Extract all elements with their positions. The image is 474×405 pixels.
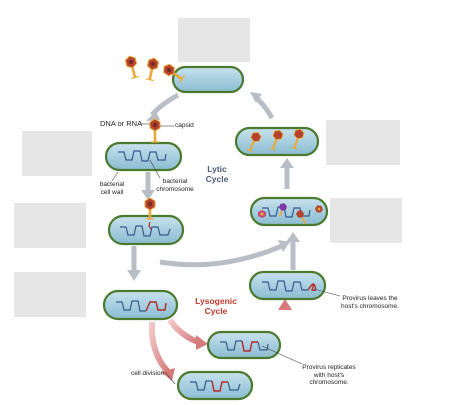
cell-division-label: cell division <box>131 370 165 377</box>
arrow-cell3-to-cell4 <box>127 246 141 281</box>
provirus-looped-out <box>307 283 317 292</box>
provirus-replicates-line-2: with host's <box>313 371 345 379</box>
mature-virus-2 <box>269 129 284 151</box>
bacterium-provirus-leaves <box>248 270 327 301</box>
lysogenic-cycle-line-2: Cycle <box>204 306 228 316</box>
provirus-leaves-line-2: host's chromosome. <box>341 302 399 310</box>
bacterial-chromosome-line-1: bacterial <box>162 178 188 185</box>
arrow-top-to-cell2 <box>146 92 180 121</box>
provirus-leaves-line-1: Provirus leaves the <box>342 295 398 302</box>
bacterial-chromosome-line-2: chromosome <box>156 185 194 193</box>
cell-wall-pointer-line <box>111 171 119 182</box>
chromosome-pointer-line <box>149 159 161 179</box>
arrow-lysogenic-3 <box>278 299 292 328</box>
bacterial-cell-wall-label: bacterial cell wall <box>92 181 132 196</box>
bacterium-dna-injected <box>107 214 185 246</box>
arrow-right-bottom-up <box>286 232 300 270</box>
attached-phage-1 <box>149 118 161 143</box>
bacterium-infected <box>104 141 183 172</box>
bacterium-prophage <box>102 289 179 321</box>
blank-label-box-left-1 <box>22 131 92 176</box>
developing-virus-4 <box>314 205 324 213</box>
dna-or-rna-label: DNA or RNA <box>100 119 143 128</box>
bacterium-top <box>171 65 245 94</box>
blank-label-box-right-1 <box>326 120 400 165</box>
arrow-right-top-up <box>250 92 275 120</box>
developing-virus-2 <box>278 203 287 217</box>
arrow-right-mid-up <box>280 158 294 189</box>
lysogenic-cycle-line-1: Lysogenic <box>195 296 237 306</box>
free-phage-2 <box>145 57 160 82</box>
provirus-replicates-label: Provirus replicates with host's chromoso… <box>300 364 358 387</box>
attached-phage-2 <box>144 197 156 220</box>
arrow-lysogenic-1 <box>167 318 208 350</box>
lytic-cycle-line-2: Cycle <box>205 174 229 184</box>
provirus-leaves-pointer-line <box>313 288 341 297</box>
developing-virus-1 <box>258 210 266 218</box>
mature-virus-1 <box>246 132 262 153</box>
provirus-replicates-pointer-line <box>261 345 303 365</box>
bacterium-virus-assembly <box>249 196 329 227</box>
viral-dna-strand <box>148 221 152 230</box>
lytic-cycle-line-1: Lytic <box>207 164 227 174</box>
bacterial-chromosome-label: bacterial chromosome <box>150 178 200 193</box>
bacterial-cell-wall-line-2: cell wall <box>100 188 124 196</box>
arrow-lysogenic-2 <box>148 321 175 381</box>
mature-virus-3 <box>291 128 305 150</box>
provirus-replicates-line-3: chromosome. <box>309 379 349 386</box>
arrow-cell2-to-cell3 <box>141 172 155 200</box>
cell-division-pointer-line <box>164 371 176 385</box>
lytic-cycle-label: Lytic Cycle <box>202 164 232 184</box>
bacterial-chromosome-1 <box>118 150 167 162</box>
blank-label-box-right-2 <box>330 198 402 243</box>
bacterial-chromosome-2 <box>120 225 171 237</box>
lysogenic-cycle-label: Lysogenic Cycle <box>194 296 238 316</box>
provirus-segment-1 <box>145 301 167 312</box>
blank-label-box-top <box>178 18 250 62</box>
free-phage-3 <box>163 63 185 83</box>
bacterium-division-1 <box>206 330 282 360</box>
provirus-leaves-label: Provirus leaves the host's chromosome. <box>338 295 402 310</box>
bacterial-cell-wall-line-1: bacterial <box>99 181 125 188</box>
provirus-replicates-line-1: Provirus replicates <box>302 364 356 371</box>
developing-virus-3 <box>295 210 307 224</box>
capsid-label: capsid <box>175 122 194 129</box>
blank-label-box-left-2 <box>14 203 86 248</box>
bacterium-division-2 <box>176 370 254 401</box>
arrow-cell3-to-lytic-right <box>159 240 290 268</box>
free-phage-1 <box>124 55 140 80</box>
chromosome-with-provirus-1 <box>116 300 146 312</box>
blank-label-box-left-3 <box>14 272 86 317</box>
